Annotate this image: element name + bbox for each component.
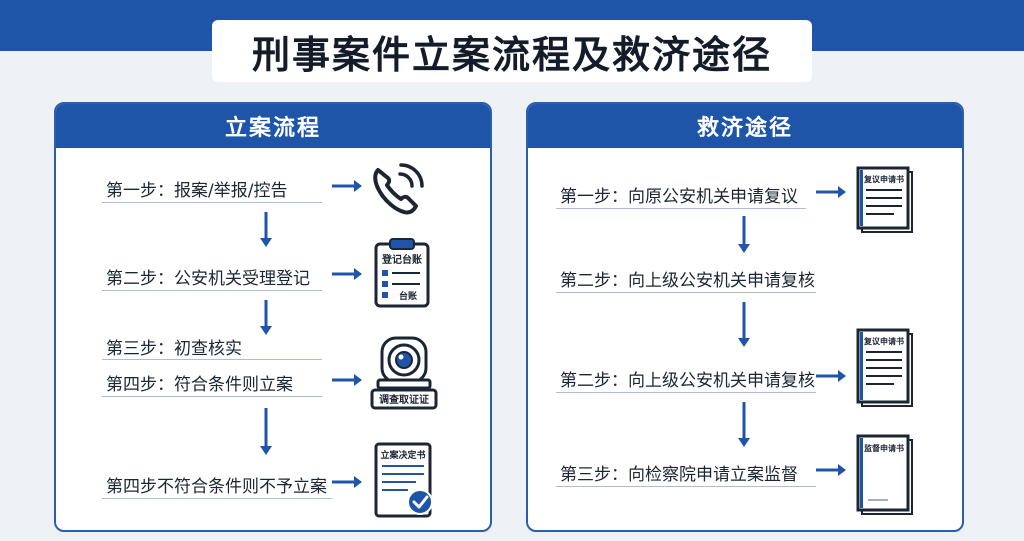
svg-text:立案决定书: 立案决定书 <box>380 449 425 461</box>
page-title: 刑事案件立案流程及救济途径 <box>251 32 772 77</box>
panel-header-filing: 立案流程 <box>56 104 490 148</box>
clipboard-icon: 登记台账 台账 <box>374 238 430 308</box>
filing-step-2: 第二步：公安机关受理登记 <box>106 269 310 289</box>
svg-text:调查取证证: 调查取证证 <box>379 393 429 406</box>
document-icon: 监督申请书 <box>856 434 913 515</box>
filing-process-panel: 立案流程 第一步：报案/举报/控告 第二步：公安机关受理登记 登记台账 台账 <box>54 102 492 532</box>
divider <box>556 486 816 487</box>
svg-text:监督申请书: 监督申请书 <box>864 443 904 453</box>
title-line-left <box>0 46 215 51</box>
svg-text:复议申请书: 复议申请书 <box>863 336 904 346</box>
phone-icon <box>373 163 424 215</box>
remedy-step-2: 第二步：向上级公安机关申请复核 <box>560 271 815 291</box>
filing-step-4: 第四步：符合条件则立案 <box>106 375 293 395</box>
arrow-down-icon <box>738 302 750 347</box>
divider <box>556 292 816 293</box>
divider <box>102 359 322 360</box>
title-line-right <box>809 46 1024 51</box>
arrow-down-icon <box>260 212 272 247</box>
remedy-panel: 救济途径 第一步：向原公安机关申请复议 复议申请书 第二步：向上级公安机关申请复… <box>526 102 964 532</box>
filing-step-3: 第三步：初查核实 <box>106 339 242 359</box>
svg-text:台账: 台账 <box>399 290 417 302</box>
document-icon: 复议申请书 <box>856 166 913 233</box>
arrow-right-icon <box>816 370 846 382</box>
panel-header-remedy: 救济途径 <box>528 104 962 148</box>
divider <box>102 498 332 499</box>
arrow-down-icon <box>738 402 750 447</box>
title-area: 刑事案件立案流程及救济途径 <box>0 20 1024 88</box>
remedy-step-3: 第二步：向上级公安机关申请复核 <box>560 371 815 391</box>
svg-text:复议申请书: 复议申请书 <box>863 174 904 184</box>
divider <box>102 290 322 291</box>
arrow-right-icon <box>816 464 846 476</box>
approved-document-icon: 立案决定书 <box>374 442 433 518</box>
divider <box>556 392 816 393</box>
divider <box>102 396 322 397</box>
arrow-right-icon <box>332 374 362 386</box>
arrow-down-icon <box>260 408 272 455</box>
document-icon: 复议申请书 <box>856 328 913 407</box>
svg-text:登记台账: 登记台账 <box>381 253 422 266</box>
divider <box>102 202 322 203</box>
remedy-step-1: 第一步：向原公安机关申请复议 <box>560 187 798 207</box>
arrow-down-icon <box>260 300 272 335</box>
arrow-right-icon <box>332 268 362 280</box>
arrow-down-icon <box>738 216 750 253</box>
remedy-step-4: 第三步：向检察院申请立案监督 <box>560 465 798 485</box>
title-box: 刑事案件立案流程及救济途径 <box>212 20 812 82</box>
arrow-right-icon <box>332 476 362 488</box>
arrow-right-icon <box>332 180 362 192</box>
filing-step-1: 第一步：报案/举报/控告 <box>106 181 288 201</box>
filing-step-5: 第四步不符合条件则不予立案 <box>106 477 327 497</box>
divider <box>556 208 806 209</box>
arrow-right-icon <box>816 186 846 198</box>
camera-icon: 调查取证证 <box>370 336 438 410</box>
